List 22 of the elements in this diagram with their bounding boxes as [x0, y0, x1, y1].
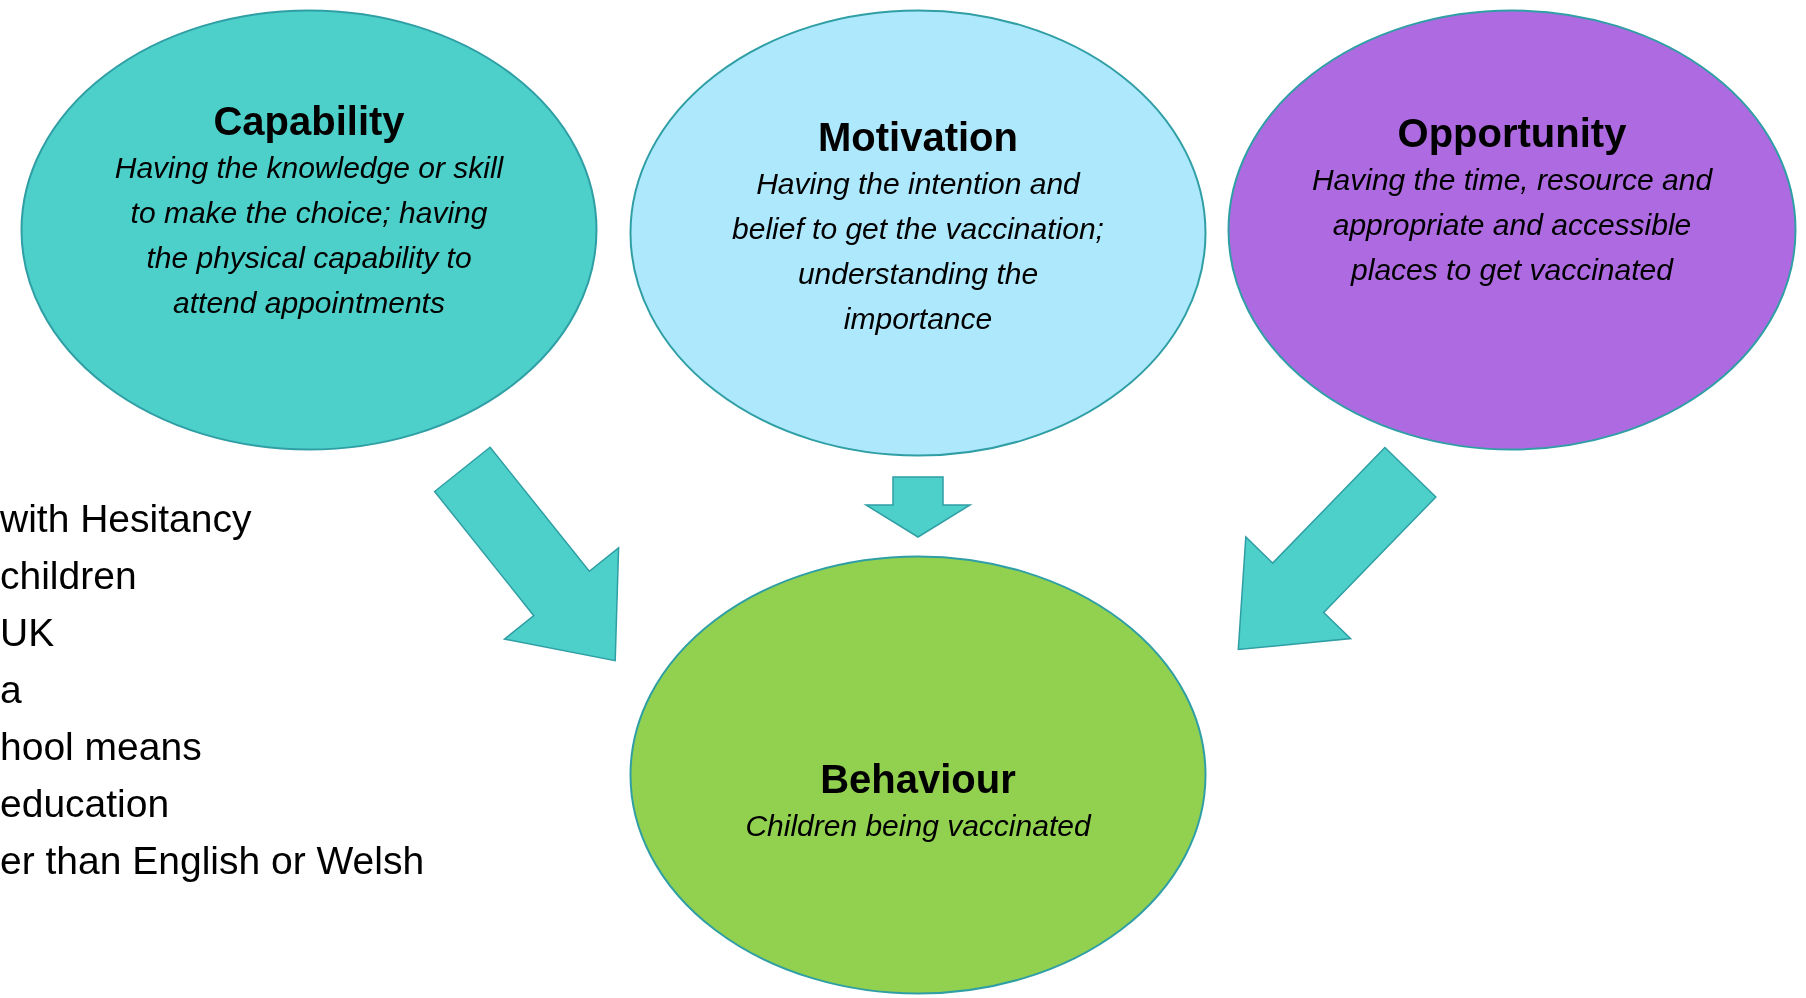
node-description: Having the intention and belief to get the vaccination; understanding the importance: [731, 166, 1105, 337]
ellipse-node: [20, 9, 598, 451]
list-text: er than English or Welsh: [0, 838, 425, 884]
node-title: Behaviour: [820, 756, 1016, 803]
list-text: education: [0, 781, 171, 827]
block-arrow: [1237, 446, 1437, 651]
node-title: Opportunity: [1397, 110, 1627, 157]
list-text: children: [0, 553, 138, 599]
ellipse-node: [1227, 9, 1797, 451]
list-text: with Hesitancy: [0, 496, 253, 542]
block-arrow: [433, 446, 620, 662]
node-description: Having the knowledge or skill to make the choice; having the physical capability to attend appointments: [113, 150, 505, 321]
list-text: UK: [0, 610, 56, 656]
node-title: Motivation: [818, 114, 1018, 161]
node-title: Capability: [213, 98, 405, 145]
block-arrow: [863, 476, 973, 538]
ellipse-node: [629, 9, 1207, 457]
list-text: a: [0, 667, 23, 713]
node-description: Children being vaccinated: [745, 808, 1091, 844]
ellipse-node: [629, 555, 1207, 995]
node-description: Having the time, resource and appropriate and accessible places to get vaccinated: [1310, 162, 1714, 288]
list-text: hool means: [0, 724, 203, 770]
